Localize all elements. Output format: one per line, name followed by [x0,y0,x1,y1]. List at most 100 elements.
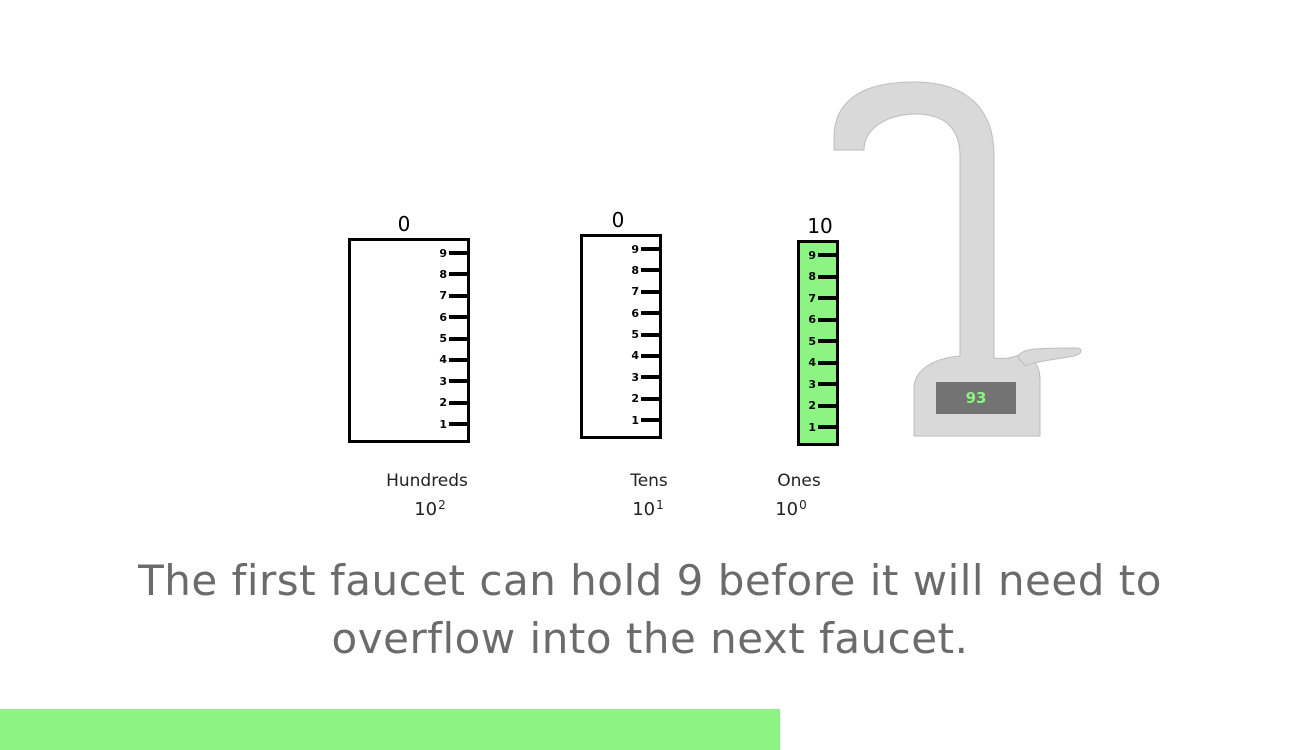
tick-bar [641,268,659,273]
hundreds-ticks: 1 2 3 4 5 6 7 8 9 [427,241,467,440]
tick-mark: 2 [806,400,836,412]
tick-mark: 6 [629,307,659,319]
faucet-counter-display: 93 [936,382,1016,414]
caption-line-2: overflow into the next faucet. [331,614,969,663]
tens-cylinder: 1 2 3 4 5 6 7 8 9 [580,234,662,439]
tick-mark: 5 [437,333,467,345]
faucet-spout [833,81,1041,437]
tick-label: 4 [631,349,639,363]
tick-label: 3 [631,370,639,384]
tick-mark: 2 [437,397,467,409]
hundreds-base: 10 [414,499,438,520]
tick-mark: 7 [806,292,836,304]
tick-mark: 6 [437,311,467,323]
tick-mark: 4 [437,354,467,366]
tick-label: 8 [808,270,816,283]
ones-exponent: 100 [775,498,807,520]
tick-label: 3 [808,377,816,391]
faucet-handle [1017,347,1082,367]
tick-bar [449,272,467,277]
tick-label: 4 [439,353,447,367]
ones-base: 10 [775,499,799,520]
hundreds-label: Hundreds [386,471,468,491]
tick-bar [641,353,659,358]
tick-mark: 5 [629,329,659,341]
tick-bar [818,360,836,365]
tick-bar [818,425,836,429]
ones-ticks: 1 2 3 4 5 6 7 8 9 [796,243,836,443]
ones-cylinder: 1 2 3 4 5 6 7 8 9 [797,240,839,446]
tick-bar [818,274,836,279]
tens-base: 10 [632,499,656,520]
tick-label: 1 [808,420,816,434]
tick-mark: 3 [806,378,836,390]
tick-mark: 3 [629,371,659,383]
tens-power: 1 [656,498,664,512]
tick-mark: 2 [629,393,659,405]
tick-mark: 5 [806,335,836,347]
tick-mark: 1 [806,421,836,433]
hundreds-count: 0 [397,212,411,236]
tick-bar [449,315,467,320]
progress-bar [0,709,1300,750]
tick-bar [641,311,659,316]
faucet-icon [833,81,1082,437]
ones-power: 0 [799,498,807,512]
tick-bar [449,251,467,255]
tick-bar [641,396,659,401]
ones-count: 10 [807,214,833,238]
tick-bar [818,296,836,300]
tick-bar [641,247,659,251]
tick-bar [449,400,467,405]
tick-bar [449,357,467,362]
hundreds-exponent: 102 [414,498,446,520]
tick-label: 3 [439,374,447,388]
tick-label: 9 [439,246,447,260]
caption-line-1: The first faucet can hold 9 before it wi… [138,556,1162,605]
tick-bar [449,293,467,298]
tick-label: 7 [631,285,639,299]
tick-label: 8 [631,263,639,277]
caption-text: The first faucet can hold 9 before it wi… [0,552,1300,668]
tick-label: 5 [631,328,639,341]
progress-fill [0,709,780,750]
tick-bar [818,339,836,343]
tick-mark: 3 [437,375,467,387]
tick-label: 4 [808,356,816,369]
tick-mark: 9 [806,249,836,261]
tick-label: 1 [631,413,639,427]
tick-label: 2 [631,392,639,406]
tick-mark: 9 [437,247,467,259]
tick-label: 1 [439,417,447,431]
tick-mark: 6 [806,314,836,326]
tick-label: 9 [631,242,639,256]
tick-bar [449,422,467,426]
tick-bar [449,336,467,341]
tick-bar [641,289,659,294]
tick-bar [641,418,659,422]
tick-label: 5 [439,332,447,345]
tick-mark: 7 [437,290,467,302]
tick-bar [449,379,467,384]
tick-label: 7 [808,291,816,305]
hundreds-cylinder: 1 2 3 4 5 6 7 8 9 [348,238,470,443]
tick-mark: 1 [629,414,659,426]
tens-ticks: 1 2 3 4 5 6 7 8 9 [619,237,659,436]
tick-label: 2 [808,399,816,412]
ones-label: Ones [777,471,821,491]
tick-mark: 4 [806,357,836,369]
tick-label: 2 [439,396,447,410]
tick-label: 8 [439,267,447,281]
tick-label: 5 [808,334,816,348]
tick-mark: 8 [806,271,836,283]
tick-bar [818,382,836,386]
tick-bar [818,317,836,322]
tick-bar [641,332,659,337]
tick-bar [641,375,659,380]
tick-label: 6 [439,310,447,324]
tick-mark: 8 [437,268,467,280]
tens-exponent: 101 [632,498,664,520]
tick-label: 9 [808,248,816,262]
tick-label: 6 [808,313,816,326]
hundreds-power: 2 [438,498,446,512]
